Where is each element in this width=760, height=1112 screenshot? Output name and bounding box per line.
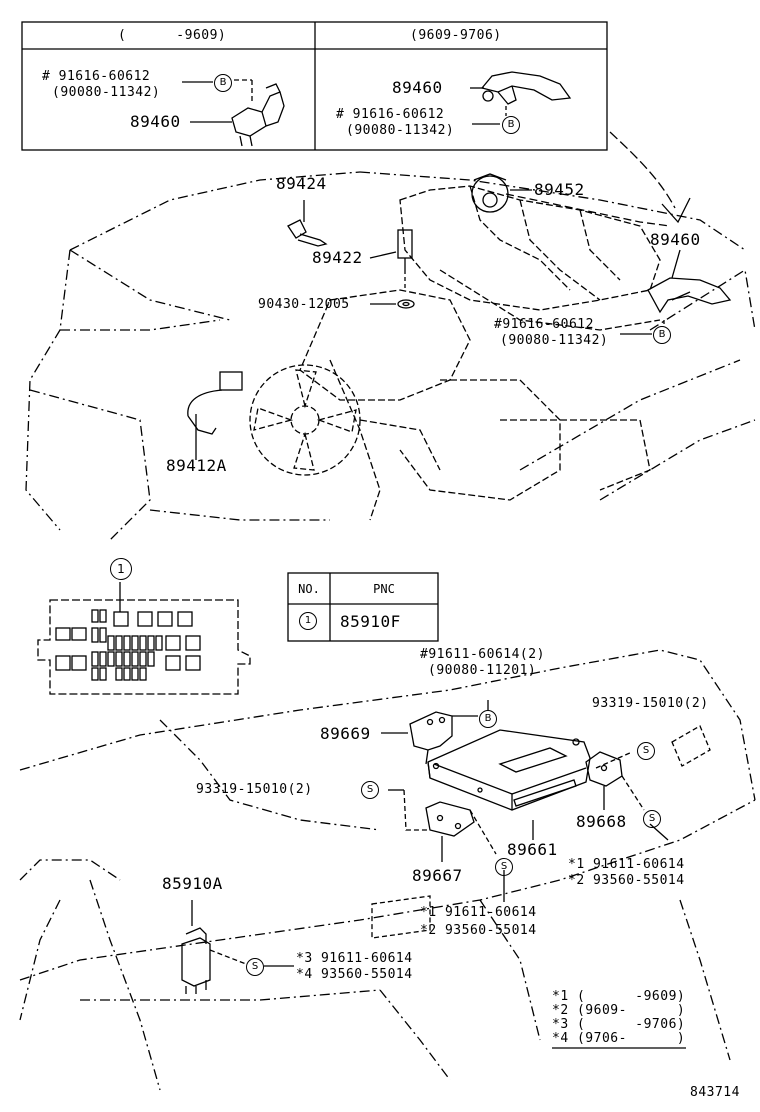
ecu-washer-label: (90080-11201) (428, 663, 537, 678)
screw-label-right: 93319-15010(2) (592, 696, 709, 711)
engine-washer-label: (90080-11342) (500, 333, 609, 348)
pnc-table-frame (287, 572, 439, 642)
relay-block-callout-1: 1 (110, 558, 132, 580)
bracket-89669-drawing (381, 711, 478, 765)
transition-arrow (609, 131, 691, 224)
pnc-table-row-index: 1 (299, 612, 317, 630)
label-89460: 89460 (650, 230, 701, 249)
label-90430: 90430-12005 (258, 297, 350, 312)
label-89412a: 89412A (166, 456, 227, 475)
inset-frame (21, 21, 608, 151)
screw-marker-89667: S (495, 858, 513, 876)
sensor-89460-engine-drawing (620, 249, 732, 335)
ecu-drawing (427, 729, 591, 811)
label-89668: 89668 (576, 812, 627, 831)
inset-left-marker-b: B (214, 74, 232, 92)
inset-left-washer-label: (90080-11342) (52, 85, 161, 100)
right-pair-line1: *1 91611-60614 (568, 857, 685, 872)
ecu-bolt-label: #91611-60614(2) (420, 647, 545, 662)
inset-right-marker-b: B (502, 116, 520, 134)
low-pair-line1: *3 91611-60614 (296, 951, 413, 966)
engine-bolt-label: #91616-60612 (494, 317, 594, 332)
inset-right-sensor-drawing (470, 71, 572, 125)
screw-label-left: 93319-15010(2) (196, 782, 313, 797)
mid-pair-line1: *1 91611-60614 (420, 905, 537, 920)
label-89422: 89422 (312, 248, 363, 267)
label-89661: 89661 (507, 840, 558, 859)
relay-85910a-drawing (181, 900, 294, 994)
screw-marker-89668: S (643, 810, 661, 828)
inset-left-header: ( -9609) (118, 28, 227, 43)
inset-right-header: (9609-9706) (410, 28, 502, 43)
legend-row-3: *3 ( -9706) (552, 1017, 686, 1032)
label-89669: 89669 (320, 724, 371, 743)
label-89667: 89667 (412, 866, 463, 885)
legend-row-1: *1 ( -9609) (552, 989, 686, 1004)
screw-marker-right: S (637, 742, 655, 760)
inset-left-bolt-label: # 91616-60612 (42, 69, 151, 84)
illustration-code: 843714 (690, 1085, 740, 1100)
inset-left-sensor-label: 89460 (130, 112, 181, 131)
screw-marker-relay: S (246, 958, 264, 976)
label-89452: 89452 (534, 180, 585, 199)
label-85910a: 85910A (162, 874, 223, 893)
screw-marker-left: S (361, 781, 379, 799)
legend-row-4: *4 (9706- ) (552, 1031, 686, 1046)
dashboard-outline (19, 649, 756, 1091)
right-pair-line2: *2 93560-55014 (568, 873, 685, 888)
label-89424: 89424 (276, 174, 327, 193)
sensor-89412a-drawing (187, 371, 243, 460)
gasket-90430-drawing (370, 299, 415, 309)
ecu-marker-b: B (479, 710, 497, 728)
pnc-table-header-no: NO. (298, 582, 320, 596)
engine-vehicle-outline (25, 171, 756, 541)
mid-pair-line2: *2 93560-55014 (420, 923, 537, 938)
fan-drawing (249, 364, 361, 476)
sensor-89424-drawing (287, 200, 328, 247)
low-pair-line2: *4 93560-55014 (296, 967, 413, 982)
bracket-89668-drawing (585, 751, 623, 810)
bracket-89667-drawing (425, 801, 475, 862)
inset-right-bolt-label: # 91616-60612 (336, 107, 445, 122)
inset-right-washer-label: (90080-11342) (346, 123, 455, 138)
sensor-89452-drawing (471, 173, 671, 227)
pnc-table-row-pnc: 85910F (340, 612, 401, 631)
sensor-89422-drawing (369, 229, 413, 290)
inset-left-sensor-drawing (182, 79, 285, 147)
pnc-table-header-pnc: PNC (373, 582, 395, 596)
legend-row-2: *2 (9609- ) (552, 1003, 686, 1018)
relay-block-drawing (37, 582, 251, 695)
inset-right-sensor-label: 89460 (392, 78, 443, 97)
engine-block-drawing (299, 185, 661, 521)
engine-marker-b: B (653, 326, 671, 344)
